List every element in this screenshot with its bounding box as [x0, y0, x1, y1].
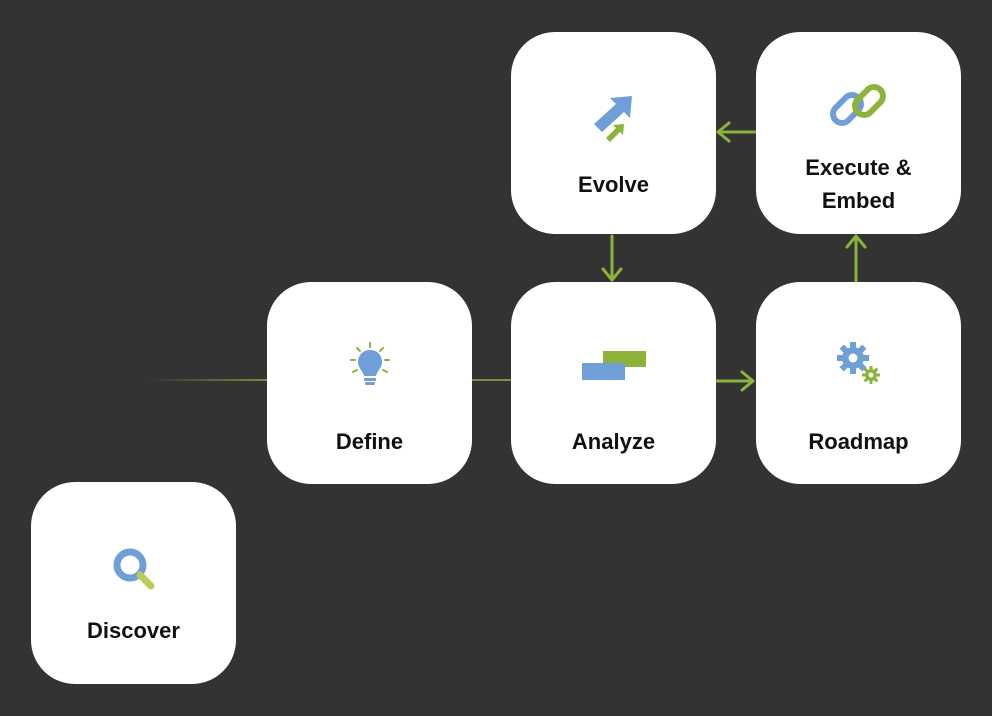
step-execute-embed[interactable]: Execute & Embed	[756, 32, 961, 234]
evolve-to-analyze-arrow	[601, 234, 623, 282]
lightbulb-icon	[349, 342, 390, 385]
step-label: Define	[335, 429, 404, 454]
step-label: Analyze	[571, 429, 656, 454]
magnifier-icon	[113, 548, 154, 590]
step-discover[interactable]: Discover	[31, 482, 236, 684]
step-label: Discover	[87, 618, 180, 643]
step-roadmap[interactable]: Roadmap	[756, 282, 961, 484]
chain-link-icon	[829, 84, 886, 126]
analyze-to-roadmap-arrow	[714, 370, 755, 392]
bars-icon	[581, 351, 646, 380]
step-evolve[interactable]: Evolve	[511, 32, 716, 234]
step-label: Roadmap	[808, 429, 909, 454]
gears-icon	[836, 342, 880, 384]
execute-to-evolve-arrow	[716, 121, 757, 143]
roadmap-to-execute-arrow	[845, 234, 867, 284]
step-define[interactable]: Define	[267, 282, 472, 484]
step-label: Evolve	[578, 172, 649, 197]
step-label: Execute & Embed	[805, 155, 912, 213]
step-analyze[interactable]: Analyze	[511, 282, 716, 484]
growth-arrows-icon	[593, 96, 632, 142]
